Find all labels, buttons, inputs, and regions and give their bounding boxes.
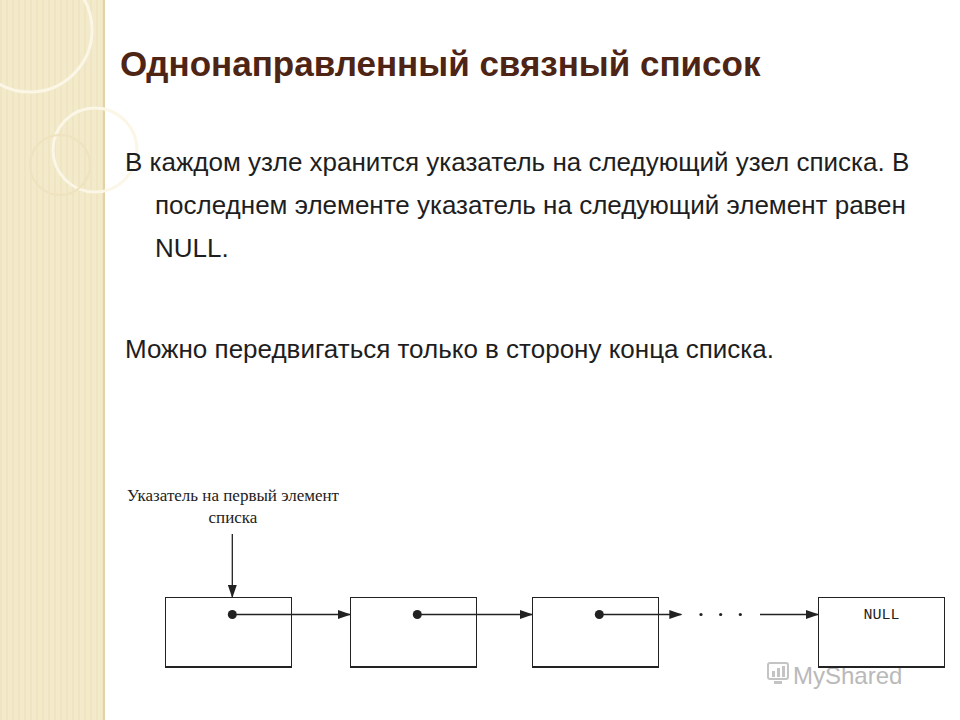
data-field <box>533 666 658 667</box>
list-node-box <box>165 597 292 668</box>
pointer-label: Указатель на первый элемент списка <box>118 485 348 529</box>
next-pointer-field <box>351 598 476 633</box>
ellipsis-dot <box>699 613 702 616</box>
ring-ornament <box>0 0 92 92</box>
next-pointer-field <box>533 598 658 633</box>
null-value: NULL <box>863 607 899 624</box>
arrowhead <box>669 610 682 619</box>
ring-ornament <box>30 135 90 195</box>
ring-ornament <box>53 108 137 192</box>
data-field <box>819 666 944 667</box>
body-text: Можно передвигаться только в сторону кон… <box>125 328 925 371</box>
data-field <box>166 666 291 667</box>
pointer-arrow <box>232 534 233 597</box>
ellipsis-dot <box>719 613 722 616</box>
slide-title: Однонаправленный связный список <box>120 44 760 84</box>
list-node-box <box>532 597 659 668</box>
list-node-box <box>350 597 477 668</box>
next-pointer-field: NULL <box>819 598 944 633</box>
next-pointer-field <box>166 598 291 633</box>
ellipsis-dot <box>739 613 742 616</box>
pointer-caption: Указатель на первый элемент списка <box>118 485 348 529</box>
watermark-icon <box>768 663 788 684</box>
data-field <box>351 666 476 667</box>
body-text: В каждом узле хранится указатель на след… <box>125 141 925 270</box>
list-node-box: NULL <box>818 597 945 668</box>
